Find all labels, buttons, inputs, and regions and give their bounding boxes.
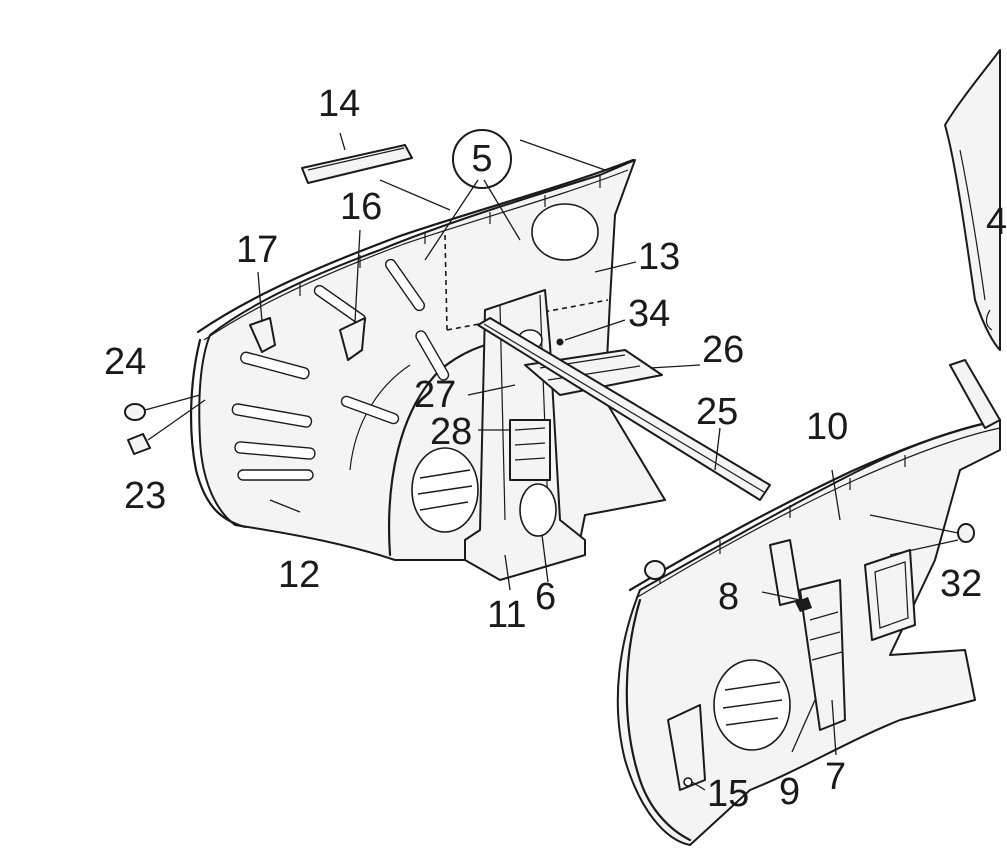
callout-10: 10 <box>806 406 849 448</box>
strut-tower <box>464 289 586 591</box>
channel-part-14 <box>301 132 413 184</box>
callout-25: 25 <box>696 391 739 433</box>
callout-28: 28 <box>430 411 473 453</box>
callout-7: 7 <box>825 756 847 798</box>
callout-32: 32 <box>940 563 983 605</box>
rod-part-25 <box>477 317 771 501</box>
marker-part-34 <box>556 319 626 346</box>
callout-13: 13 <box>638 236 681 278</box>
right-wheelhouse-panel <box>616 359 1002 846</box>
callout-8: 8 <box>718 576 740 618</box>
callout-23: 23 <box>124 475 167 517</box>
bracket-part-16 <box>339 229 366 361</box>
callout-27: 27 <box>414 374 457 416</box>
callout-16-upper: 16 <box>340 186 383 228</box>
callout-9: 9 <box>779 771 801 813</box>
callout-11: 11 <box>487 594 527 636</box>
callout-15: 15 <box>707 773 750 815</box>
plug-part-24 <box>124 394 201 421</box>
bracket-part-17 <box>249 271 276 353</box>
callout-5: 5 <box>452 129 512 189</box>
callout-17: 17 <box>236 229 279 271</box>
callout-6: 6 <box>535 576 557 618</box>
callout-4: 4 <box>986 201 1007 243</box>
callout-34: 34 <box>628 293 671 335</box>
callout-14: 14 <box>318 83 361 125</box>
callout-12: 12 <box>278 554 321 596</box>
clip-part-23 <box>127 399 206 455</box>
body-shell-part-4 <box>944 49 1001 351</box>
callout-24: 24 <box>104 341 147 383</box>
callout-26: 26 <box>702 329 745 371</box>
